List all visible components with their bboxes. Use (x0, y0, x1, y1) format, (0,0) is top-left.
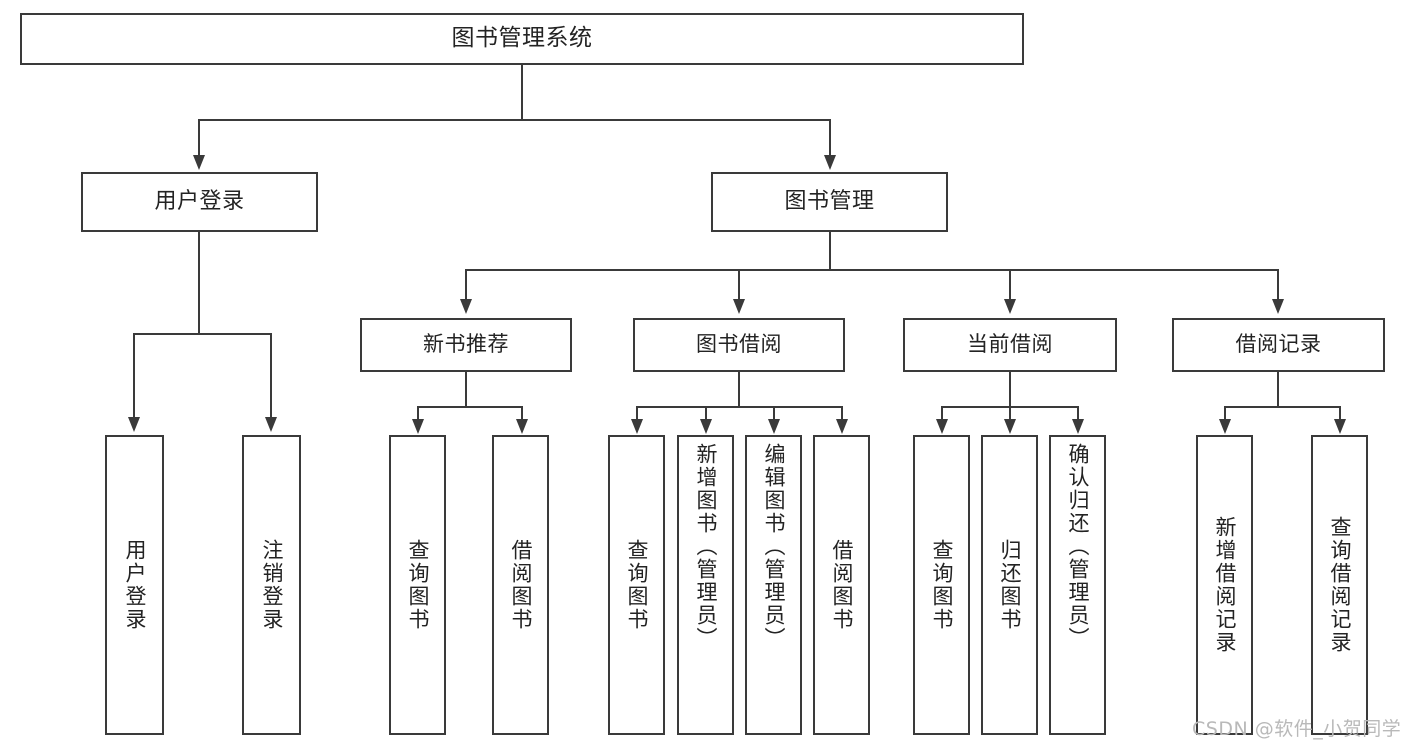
node-borrow-record[interactable]: 借阅记录 (1172, 318, 1385, 372)
node-leaf-user-login-label: 用户登录 (123, 539, 147, 631)
arrowhead-to-leaf-query-book-2 (631, 419, 643, 434)
node-leaf-query-book-2[interactable]: 查询图书 (608, 435, 665, 735)
arrowhead-to-leaf-return-book (1004, 419, 1016, 434)
arrowhead-to-leaf-add-record (1219, 419, 1231, 434)
arrowhead-to-leaf-query-book-1 (412, 419, 424, 434)
connector-current-borrow-drop-3 (1077, 406, 1079, 421)
node-leaf-borrow-book-2[interactable]: 借阅图书 (813, 435, 870, 735)
connector-book-manage-drop-1 (465, 269, 467, 301)
node-user-login-label: 用户登录 (154, 188, 245, 214)
connector-current-borrow-drop-1 (941, 406, 943, 421)
connector-book-borrow-stem (738, 372, 740, 408)
connector-user-login-drop-2 (270, 333, 272, 419)
node-leaf-query-book-1[interactable]: 查询图书 (389, 435, 446, 735)
arrowhead-to-borrow-record (1272, 299, 1284, 314)
node-root-label: 图书管理系统 (451, 25, 593, 52)
arrowhead-to-book-borrow (733, 299, 745, 314)
connector-book-borrow-bus (636, 406, 843, 408)
connector-user-login-drop-1 (133, 333, 135, 419)
arrowhead-to-leaf-confirm-return (1072, 419, 1084, 434)
connector-user-login-stem (198, 232, 200, 335)
node-book-borrow[interactable]: 图书借阅 (633, 318, 845, 372)
node-leaf-query-record-label: 查询借阅记录 (1328, 516, 1352, 654)
node-leaf-query-book-2-label: 查询图书 (625, 539, 649, 631)
connector-borrow-record-drop-1 (1224, 406, 1226, 421)
connector-book-manage-drop-2 (738, 269, 740, 301)
arrowhead-to-leaf-query-book-3 (936, 419, 948, 434)
connector-root-bus (198, 119, 830, 121)
node-book-borrow-label: 图书借阅 (696, 332, 782, 357)
arrowhead-to-leaf-borrow-book-1 (516, 419, 528, 434)
connector-book-borrow-drop-1 (636, 406, 638, 421)
connector-root-drop-1 (198, 119, 200, 157)
connector-user-login-bus (133, 333, 272, 335)
node-user-login[interactable]: 用户登录 (81, 172, 318, 232)
arrowhead-to-leaf-user-login (128, 417, 140, 432)
connector-book-borrow-drop-2 (705, 406, 707, 421)
arrowhead-to-current-borrow (1004, 299, 1016, 314)
connector-borrow-record-stem (1277, 372, 1279, 408)
node-current-borrow-label: 当前借阅 (967, 332, 1053, 357)
arrowhead-to-leaf-add-book (700, 419, 712, 434)
connector-current-borrow-drop-2 (1009, 406, 1011, 421)
connector-root-stem (521, 65, 523, 120)
node-leaf-add-book-label: 新增图书（管理员） (694, 443, 718, 650)
node-root[interactable]: 图书管理系统 (20, 13, 1024, 65)
node-leaf-return-book[interactable]: 归还图书 (981, 435, 1038, 735)
connector-book-borrow-drop-4 (841, 406, 843, 421)
node-leaf-user-logout[interactable]: 注销登录 (242, 435, 301, 735)
node-leaf-add-record-label: 新增借阅记录 (1213, 516, 1237, 654)
node-new-book-recommend[interactable]: 新书推荐 (360, 318, 572, 372)
arrowhead-to-new-book-recommend (460, 299, 472, 314)
connector-book-manage-drop-3 (1009, 269, 1011, 301)
connector-borrow-record-bus (1224, 406, 1341, 408)
node-new-book-recommend-label: 新书推荐 (423, 332, 509, 357)
csdn-watermark: CSDN @软件_小贺同学 (1192, 718, 1402, 740)
node-leaf-borrow-book-1-label: 借阅图书 (509, 539, 533, 631)
node-leaf-user-login[interactable]: 用户登录 (105, 435, 164, 735)
connector-book-borrow-drop-3 (773, 406, 775, 421)
node-leaf-add-book[interactable]: 新增图书（管理员） (677, 435, 734, 735)
node-leaf-borrow-book-1[interactable]: 借阅图书 (492, 435, 549, 735)
connector-current-borrow-stem (1009, 372, 1011, 408)
node-leaf-add-record[interactable]: 新增借阅记录 (1196, 435, 1253, 735)
node-leaf-user-logout-label: 注销登录 (260, 539, 284, 631)
arrowhead-root-to-user-login (193, 155, 205, 170)
arrowhead-root-to-book-manage (824, 155, 836, 170)
node-current-borrow[interactable]: 当前借阅 (903, 318, 1117, 372)
connector-borrow-record-drop-2 (1339, 406, 1341, 421)
connector-book-manage-stem (829, 232, 831, 271)
node-leaf-confirm-return-label: 确认归还（管理员） (1066, 443, 1090, 650)
node-leaf-edit-book[interactable]: 编辑图书（管理员） (745, 435, 802, 735)
connector-new-book-bus (417, 406, 523, 408)
arrowhead-to-leaf-borrow-book-2 (836, 419, 848, 434)
arrowhead-to-leaf-user-logout (265, 417, 277, 432)
node-leaf-query-book-3-label: 查询图书 (930, 539, 954, 631)
node-leaf-confirm-return[interactable]: 确认归还（管理员） (1049, 435, 1106, 735)
node-leaf-query-record[interactable]: 查询借阅记录 (1311, 435, 1368, 735)
node-leaf-edit-book-label: 编辑图书（管理员） (762, 443, 786, 650)
connector-new-book-drop-1 (417, 406, 419, 421)
node-leaf-query-book-1-label: 查询图书 (406, 539, 430, 631)
connector-root-drop-2 (829, 119, 831, 157)
node-leaf-borrow-book-2-label: 借阅图书 (830, 539, 854, 631)
arrowhead-to-leaf-edit-book (768, 419, 780, 434)
connector-new-book-drop-2 (521, 406, 523, 421)
connector-new-book-stem (465, 372, 467, 408)
node-borrow-record-label: 借阅记录 (1235, 332, 1322, 357)
arrowhead-to-leaf-query-record (1334, 419, 1346, 434)
node-leaf-return-book-label: 归还图书 (998, 539, 1022, 631)
connector-book-manage-bus (465, 269, 1279, 271)
connector-book-manage-drop-4 (1277, 269, 1279, 301)
node-book-manage-label: 图书管理 (784, 188, 875, 214)
node-leaf-query-book-3[interactable]: 查询图书 (913, 435, 970, 735)
node-book-manage[interactable]: 图书管理 (711, 172, 948, 232)
